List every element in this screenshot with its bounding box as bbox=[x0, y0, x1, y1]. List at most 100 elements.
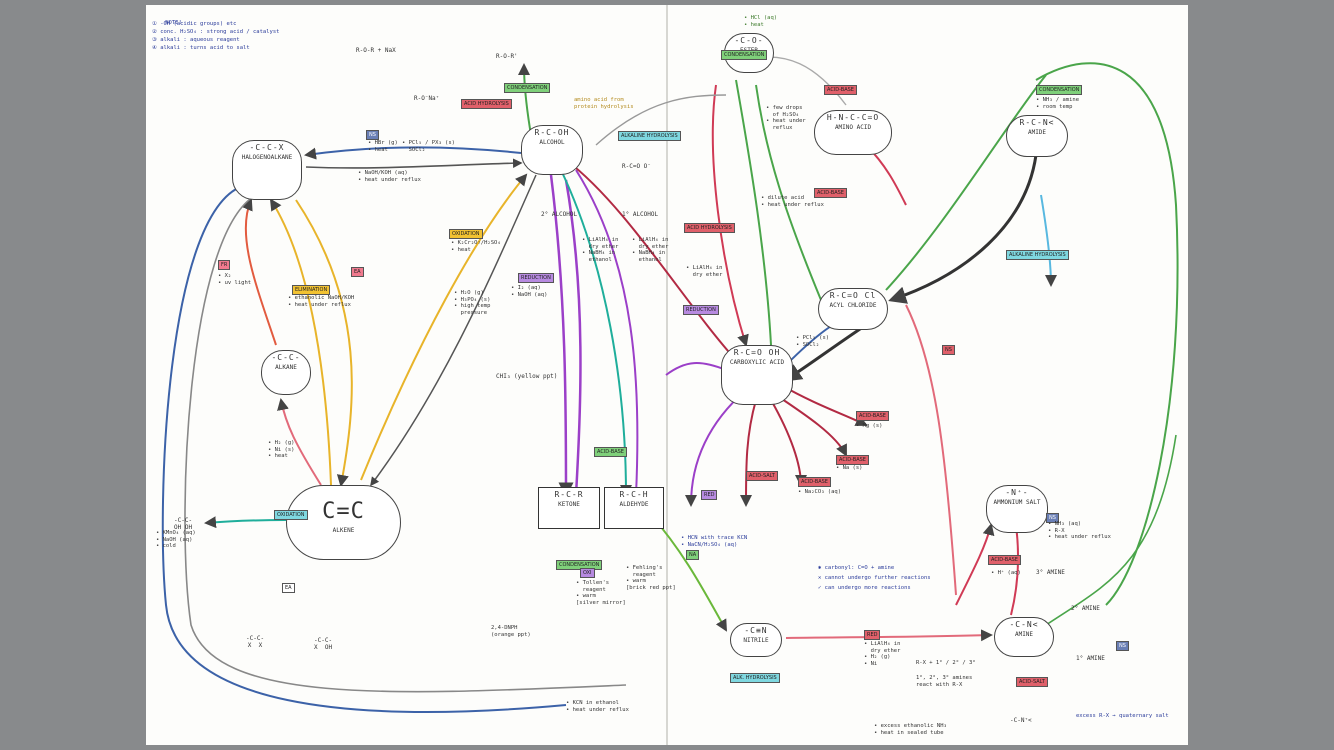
product-ester: R-O-R' bbox=[496, 53, 518, 60]
key-note-3: ③ alkali : aqueous reagent bbox=[152, 37, 240, 43]
key-note-4: ④ alkali : turns acid to salt bbox=[152, 45, 250, 51]
note-pcl5: • PCl₅ / PX₃ (s) SOCl₂ bbox=[402, 140, 455, 153]
node-acyl-chloride[interactable]: R-C=O Cl ACYL CHLORIDE bbox=[818, 288, 888, 330]
arrow-ester-carboxylic bbox=[711, 84, 749, 347]
tag-acid-base-amino: ACID-BASE bbox=[814, 188, 847, 198]
label-1-amine: 1° AMINE bbox=[1076, 655, 1105, 662]
note-tollens: • Tollen's reagent • warm [silver mirror… bbox=[576, 580, 626, 606]
arrow-carboxy-rays1 bbox=[685, 389, 747, 507]
note-rxn-order: R-X + 1° / 2° / 3° bbox=[916, 660, 976, 666]
product-dihalo: -C-C- X X bbox=[246, 635, 265, 649]
node-amino-acid[interactable]: H-N-C-C=O AMINO ACID bbox=[814, 110, 892, 155]
note-legend-3: ✓ can undergo more reactions bbox=[818, 585, 911, 591]
tag-acid-base-na: ACID-BASE bbox=[836, 455, 869, 465]
tag-oxidation: OXIDATION bbox=[449, 229, 483, 239]
note-diol-conditions: • KMnO₄ (aq) • NaOH (aq) • cold bbox=[156, 530, 196, 549]
note-legend-1: ✱ carbonyl: C=O + amine bbox=[818, 565, 895, 571]
arrow-amide-acyl bbox=[888, 154, 1038, 304]
note-acyl: • PCl₅ (s) • SOCl₂ bbox=[796, 335, 830, 348]
tag-acid-base: ACID-BASE bbox=[594, 447, 627, 457]
tag-acid-salt-amine: ACID-SALT bbox=[1016, 677, 1048, 687]
node-aldehyde[interactable]: R-C-H ALDEHYDE bbox=[604, 487, 664, 529]
note-ester2: • dilute acid • heat under reflux bbox=[761, 195, 824, 208]
node-amide[interactable]: R-C-N< AMIDE bbox=[1006, 115, 1068, 157]
node-amine[interactable]: -C-N< AMINE bbox=[994, 617, 1054, 657]
note-hx: • HBr (g) • heat bbox=[368, 140, 398, 153]
arrow-carboxy-rays2 bbox=[740, 399, 757, 507]
tag-elimination: ELIMINATION bbox=[292, 285, 331, 295]
tag-reduction-right: REDUCTION bbox=[683, 305, 719, 315]
arrow-carboxy-rays5 bbox=[780, 384, 868, 426]
note-nitrile: • HCN with trace KCN • NaCN/H₂SO₄ (aq) bbox=[681, 535, 748, 548]
note-green-top: • HCl (aq) • heat bbox=[744, 15, 778, 28]
reaction-map-sheet: NOTE! ① -OH (acidic groups) etc ② conc. … bbox=[146, 5, 1188, 745]
note-nitrile-hcn: • KCN in ethanol • heat under reflux bbox=[566, 700, 629, 713]
note-nitrile-reduction: • LiAlH₄ in dry ether • H₂ (g) • Ni bbox=[864, 641, 901, 667]
arrow-nitrile-amine bbox=[785, 629, 993, 642]
node-alkane[interactable]: -C-C- ALKANE bbox=[261, 350, 311, 395]
arrow-acyl-ester bbox=[755, 84, 822, 301]
arrow-acyl-amine bbox=[905, 304, 957, 596]
arrow-ketone-alcohol bbox=[564, 179, 582, 496]
tag-acid-base-mg: ACID-BASE bbox=[856, 411, 889, 421]
note-salt-base: • H⁺ (aq) bbox=[991, 570, 1021, 576]
arrow-loop-left bbox=[161, 184, 567, 713]
tag-alkaline-hydrolysis-amide: ALKALINE HYDROLYSIS bbox=[1006, 250, 1069, 260]
tag-reduction: REDUCTION bbox=[518, 273, 554, 283]
tag-condensation-amide: CONDENSATION bbox=[1036, 85, 1083, 95]
tag-ea-alkene: EA bbox=[282, 583, 295, 593]
tag-acid-base-top: ACID-BASE bbox=[824, 85, 857, 95]
tag-acid-base2: ACID-BASE bbox=[798, 477, 831, 487]
node-ammonium-salt[interactable]: -N⁺- AMMONIUM SALT bbox=[986, 485, 1048, 533]
note-excess: excess R-X → quaternary salt bbox=[1076, 713, 1169, 719]
note-amine-salt: • NH₃ (aq) • R-X • heat under reflux bbox=[1048, 521, 1111, 540]
arrow-alcohol-alkene bbox=[370, 174, 537, 487]
node-halogenoalkane[interactable]: -C-C-X HALOGENOALKANE bbox=[232, 140, 302, 200]
arrow-amine-right-loop bbox=[1045, 434, 1177, 626]
node-alcohol[interactable]: R-C-OH ALCOHOL bbox=[521, 125, 583, 175]
tag-acid-hydrolysis: ACID HYDROLYSIS bbox=[461, 99, 512, 109]
label-2-amine: 2° AMINE bbox=[1071, 605, 1100, 612]
note-naoh: • NaOH/KOH (aq) • heat under reflux bbox=[358, 170, 421, 183]
note-ea: • H₂O (g) • H₃PO₄ (s) • high temp pressu… bbox=[454, 290, 491, 316]
tag-alkene-oxidation: OXIDATION bbox=[274, 510, 308, 520]
note-lialh4-aldehyde: • LiAlH₄ in dry ether • NaBH₄ in ethanol bbox=[632, 237, 669, 263]
note-bottom-conditions: • excess ethanolic NH₃ • heat in sealed … bbox=[874, 723, 947, 736]
node-alkene[interactable]: C=C ALKENE bbox=[286, 485, 401, 560]
note-iodoform: • I₂ (aq) • NaOH (aq) bbox=[511, 285, 548, 298]
tag-alkaline-hydrolysis: ALKALINE HYDROLYSIS bbox=[618, 131, 681, 141]
arrow-halogenoalkane-alkene bbox=[295, 199, 353, 487]
arrow-alcohol-halogenoalkane bbox=[304, 146, 522, 160]
arrow-ester-up bbox=[518, 63, 532, 136]
key-note-2: ② conc. H₂SO₄ : strong acid / catalyst bbox=[152, 29, 280, 35]
note-dnph: 2,4-DNPH (orange ppt) bbox=[491, 625, 531, 638]
arrow-alkene-alkane bbox=[277, 398, 322, 486]
tag-fr: FR bbox=[218, 260, 231, 270]
arrow-alcohol-carboxylic bbox=[565, 159, 738, 362]
note-na2co3: • Na₂CO₃ (aq) bbox=[798, 489, 842, 495]
tag-acid-salt: ACID-SALT bbox=[746, 471, 778, 481]
arrow-alcohol-right bbox=[595, 94, 727, 146]
note-lialh4-ketone: • LiAlH₄ in dry ether • NaBH₄ in ethanol bbox=[582, 237, 619, 263]
key-notes: NOTE! bbox=[152, 13, 182, 33]
tag-ns: NS bbox=[366, 130, 379, 140]
node-nitrile[interactable]: -C≡N NITRILE bbox=[730, 623, 782, 657]
tag-ea-top: EA bbox=[351, 267, 364, 277]
tag-ns-amine: NS bbox=[942, 345, 955, 355]
arrow-amide-green-loop bbox=[1035, 62, 1179, 606]
arrow-alkene-halogenoalkane bbox=[269, 198, 332, 486]
tag-oxi: OXI bbox=[580, 568, 595, 578]
arrow-ammonium-amine bbox=[1010, 524, 1020, 616]
arrow-aldehyde-alcohol bbox=[575, 169, 639, 496]
arrow-alkene-alcohol bbox=[360, 173, 528, 481]
node-ketone[interactable]: R-C-R KETONE bbox=[538, 487, 600, 529]
note-elim: • ethanolic NaOH/KOH • heat under reflux bbox=[288, 295, 355, 308]
node-carboxylic-acid[interactable]: R-C=O OH CARBOXYLIC ACID bbox=[721, 345, 793, 405]
tag-na-nitrile: NA bbox=[686, 550, 700, 560]
tag-alk-hydrolysis-nitrile: ALK. HYDROLYSIS bbox=[730, 673, 780, 683]
note-mg: • Mg (s) bbox=[856, 423, 883, 429]
arrow-carboxy-aldehyde bbox=[665, 362, 727, 376]
arrow-halogenoalkane-alcohol bbox=[305, 158, 523, 169]
arrow-acyl-carboxylic bbox=[783, 323, 867, 382]
note-gold: amino acid from protein hydrolysis bbox=[574, 97, 634, 110]
